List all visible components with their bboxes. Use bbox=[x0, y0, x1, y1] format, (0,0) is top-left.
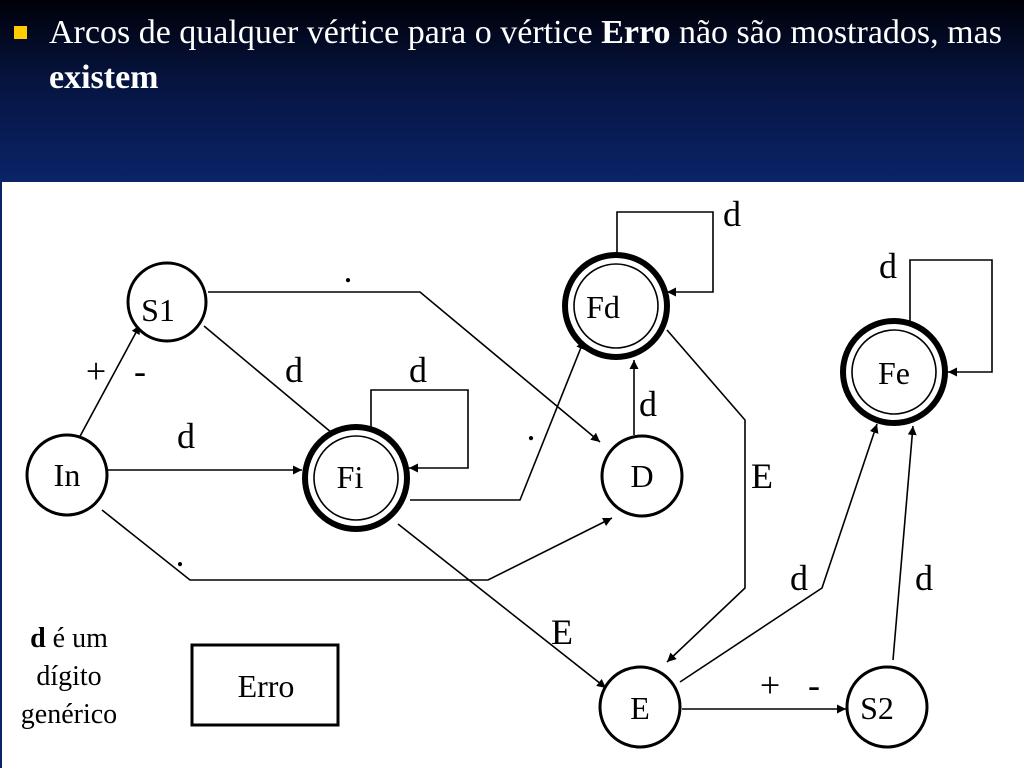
edge-label-d-in-fi: d bbox=[177, 416, 195, 456]
state-s1 bbox=[126, 261, 208, 343]
edge-label-plus-s1: + bbox=[86, 351, 106, 391]
label-fd: Fd bbox=[586, 289, 620, 325]
edge-label-d-fe-loop: d bbox=[879, 246, 897, 286]
edge-label-dot-fi-fd: . bbox=[527, 408, 536, 448]
edge-fd-e bbox=[666, 329, 746, 663]
state-d bbox=[600, 434, 684, 518]
label-erro: Erro bbox=[238, 668, 295, 704]
legend-note-line3: genérico bbox=[20, 699, 118, 730]
edge-label-d-s2-fe: d bbox=[915, 558, 933, 598]
edge-in-s1 bbox=[77, 324, 141, 441]
edge-label-d-fd-loop: d bbox=[723, 194, 741, 234]
state-e bbox=[598, 665, 682, 749]
bullet-text: Arcos de qualquer vértice para o vértice… bbox=[49, 10, 1004, 100]
edge-fd-loop bbox=[616, 211, 714, 297]
bullet-text-bold-erro: Erro bbox=[601, 14, 671, 51]
edge-fe-loop bbox=[909, 259, 993, 377]
edge-s1-d bbox=[208, 291, 601, 443]
bullet-text-bold-existem: existem bbox=[49, 59, 159, 96]
bullet-text-part2: não são mostrados, mas bbox=[670, 14, 1002, 51]
legend-note-line1: d é um bbox=[4, 620, 134, 658]
legend-note-line1-rest: é um bbox=[45, 623, 108, 654]
legend-note-line2: dígito bbox=[36, 661, 102, 692]
edge-fi-loop bbox=[370, 389, 469, 473]
edge-label-e-fd-e: E bbox=[751, 456, 773, 496]
state-s2 bbox=[845, 665, 929, 749]
label-fi: Fi bbox=[337, 459, 364, 495]
state-fi-inner bbox=[313, 435, 399, 521]
edge-label-plus-s2: + bbox=[760, 665, 780, 705]
state-in bbox=[25, 433, 109, 517]
edge-label-d-fi-loop: d bbox=[409, 350, 427, 390]
edge-label-dot-s1-d: . bbox=[344, 250, 353, 290]
label-s2: S2 bbox=[860, 690, 894, 726]
bullet-item: Arcos de qualquer vértice para o vértice… bbox=[14, 10, 1004, 100]
slide-header: Arcos de qualquer vértice para o vértice… bbox=[0, 0, 1024, 182]
label-e: E bbox=[630, 690, 650, 726]
legend-note-bold: d bbox=[30, 623, 46, 654]
edge-label-d-e-fe: d bbox=[790, 558, 808, 598]
edge-label-minus-s2: - bbox=[808, 665, 820, 705]
edge-label-d-s1-fi: d bbox=[285, 350, 303, 390]
bullet-square-icon bbox=[14, 26, 27, 39]
edge-label-d-d-fd: d bbox=[639, 384, 657, 424]
edge-in-d bbox=[101, 509, 613, 581]
label-s1: S1 bbox=[141, 292, 175, 328]
edge-s2-fe bbox=[892, 425, 917, 661]
label-fe: Fe bbox=[878, 355, 910, 391]
label-d: D bbox=[630, 458, 653, 494]
edge-fi-e bbox=[397, 523, 607, 689]
label-in: In bbox=[54, 457, 81, 493]
edge-e-fe bbox=[679, 423, 879, 683]
edge-label-minus-s1: - bbox=[134, 351, 146, 391]
edge-label-e-fi-e: E bbox=[551, 612, 573, 652]
edge-label-dot-in-d: . bbox=[176, 534, 185, 574]
edge-fi-fd bbox=[410, 339, 585, 501]
state-fe-inner bbox=[851, 329, 937, 415]
edge-s1-fi bbox=[203, 325, 339, 439]
bullet-text-part1: Arcos de qualquer vértice para o vértice bbox=[49, 14, 602, 51]
state-erro bbox=[190, 643, 340, 727]
legend-note: d é um dígito genérico bbox=[4, 620, 134, 734]
state-fd-inner bbox=[573, 263, 659, 349]
